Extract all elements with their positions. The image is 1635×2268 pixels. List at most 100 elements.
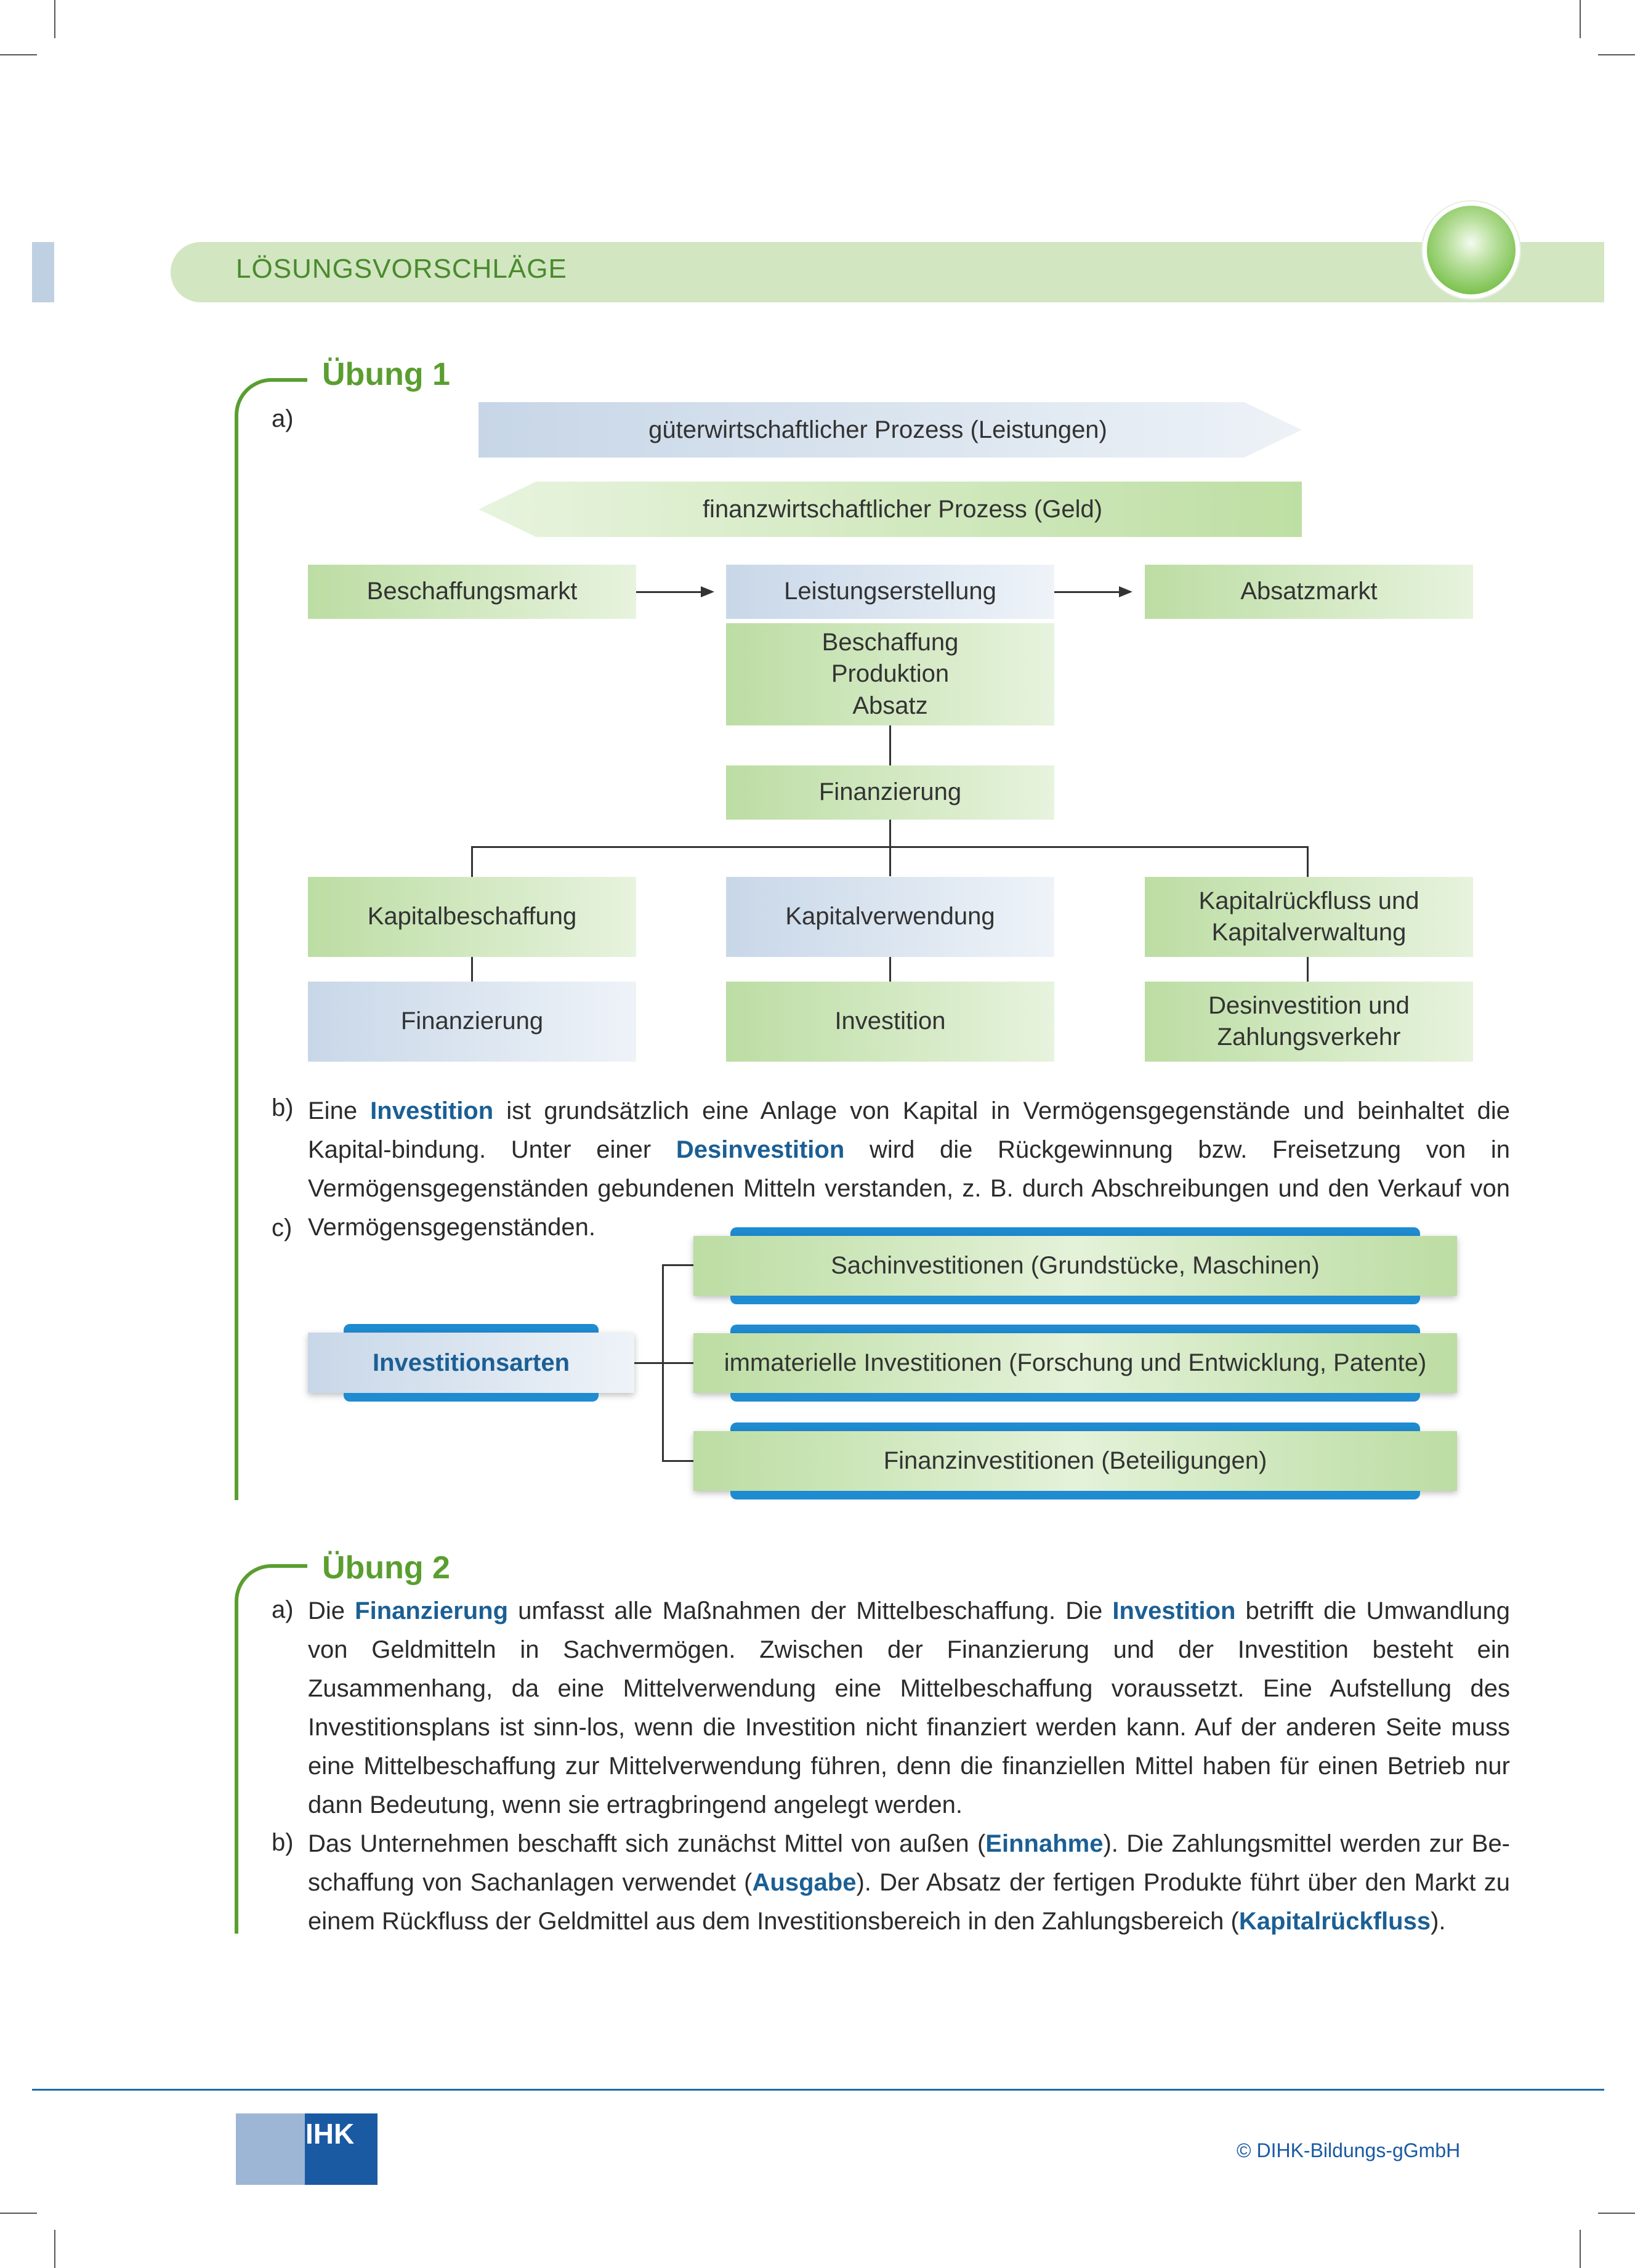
connector-line xyxy=(1307,957,1309,982)
connector-line xyxy=(634,1362,693,1364)
connector-line xyxy=(1307,846,1309,877)
exercise-1-bracket xyxy=(235,378,307,1500)
arrow-head-icon xyxy=(1119,586,1132,597)
highlight-ausgabe: Ausgabe xyxy=(752,1869,857,1896)
pill-accent xyxy=(730,1423,1420,1431)
box-finanzierung-label: Finanzierung xyxy=(400,1007,544,1035)
pill-immaterielle-investitionen: immaterielle Investitionen (Forschung un… xyxy=(693,1333,1457,1393)
crop-mark xyxy=(54,0,55,38)
footer-divider xyxy=(32,2089,1604,2091)
box-investition: Investition xyxy=(726,982,1054,1062)
text-run: ). Die Zahlungsmittel werden zur Be-scha… xyxy=(308,1830,1511,1896)
text-run: Eine xyxy=(308,1097,371,1124)
crop-mark xyxy=(0,54,37,55)
stack-line: Beschaffung xyxy=(822,629,959,656)
text-run: ist grundsätzlich eine Anlage von Kapita… xyxy=(308,1097,1511,1163)
highlight-investition: Investition xyxy=(370,1097,494,1124)
arrow-line xyxy=(1054,591,1122,593)
pill-accent xyxy=(730,1491,1420,1499)
crop-mark xyxy=(1598,54,1635,55)
box-desinvestition: Desinvestition und Zahlungsverkehr xyxy=(1145,982,1473,1062)
highlight-finanzierung: Finanzierung xyxy=(355,1597,509,1624)
arrow-finanzwirtschaft-label: finanzwirtschaftlicher Prozess (Geld) xyxy=(702,495,1103,523)
pill-accent xyxy=(730,1393,1420,1402)
stack-line: Produktion xyxy=(831,660,950,688)
box-finanzierung: Finanzierung xyxy=(308,982,636,1062)
label-1b: b) xyxy=(272,1094,294,1121)
ihk-logo-text: IHK xyxy=(305,2118,355,2150)
connector-line xyxy=(889,820,891,876)
pill-accent xyxy=(730,1325,1420,1333)
box-absatzmarkt-label: Absatzmarkt xyxy=(1240,578,1378,605)
box-kapitalbeschaffung-label: Kapitalbeschaffung xyxy=(367,903,577,930)
box-leistungserstellung: Leistungserstellung xyxy=(726,565,1054,619)
label-1a: a) xyxy=(272,405,294,432)
text-run: ). Der Absatz der fertigen Produkte führ… xyxy=(308,1869,1510,1935)
stack-line: Absatz xyxy=(852,692,928,719)
arrow-gueterwirtschaft-label: güterwirtschaftlicher Prozess (Leistunge… xyxy=(648,416,1107,443)
pill-sachinvestitionen: Sachinvestitionen (Grundstücke, Maschine… xyxy=(693,1236,1457,1296)
arrow-gueterwirtschaft: güterwirtschaftlicher Prozess (Leistunge… xyxy=(478,402,1302,458)
arrow-finanzwirtschaft: finanzwirtschaftlicher Prozess (Geld) xyxy=(478,482,1302,537)
connector-line xyxy=(471,846,473,877)
connector-line xyxy=(662,1264,664,1461)
box-absatzmarkt: Absatzmarkt xyxy=(1145,565,1473,619)
pill-investitionsarten: Investitionsarten xyxy=(308,1333,634,1393)
exercise-1-title: Übung 1 xyxy=(322,357,450,392)
connector-line xyxy=(889,725,891,765)
header-side-tab xyxy=(32,242,54,302)
box-kapitalrueckfluss-line1: Kapitalrückfluss und xyxy=(1198,887,1419,914)
connector-line xyxy=(889,957,891,982)
text-run: umfasst alle Maßnahmen der Mittelbeschaf… xyxy=(508,1597,1113,1624)
paragraph-1b: Eine Investition ist grundsätzlich eine … xyxy=(308,1092,1510,1247)
crop-mark xyxy=(1580,2230,1581,2268)
box-kapitalverwendung: Kapitalverwendung xyxy=(726,877,1054,957)
box-leistungserstellung-label: Leistungserstellung xyxy=(784,578,996,605)
box-kapitalverwendung-label: Kapitalverwendung xyxy=(785,903,995,930)
box-finanzierung-center-label: Finanzierung xyxy=(818,778,962,806)
pill-finanzinvestitionen-label: Finanzinvestitionen (Beteiligungen) xyxy=(883,1447,1267,1474)
crop-mark xyxy=(1598,2213,1635,2214)
text-run: Die xyxy=(308,1597,355,1624)
crop-mark xyxy=(54,2230,55,2268)
paragraph-2b: Das Unternehmen beschafft sich zunächst … xyxy=(308,1825,1510,1941)
box-investition-label: Investition xyxy=(834,1007,946,1035)
ihk-logo-accent xyxy=(236,2113,305,2185)
pill-sachinvestitionen-label: Sachinvestitionen (Grundstücke, Maschine… xyxy=(831,1252,1320,1279)
pill-accent xyxy=(344,1393,599,1402)
arrow-line xyxy=(636,591,704,593)
pill-immaterielle-investitionen-label: immaterielle Investitionen (Forschung un… xyxy=(724,1349,1427,1376)
connector-line xyxy=(471,957,473,982)
paragraph-2a: Die Finanzierung umfasst alle Maßnahmen … xyxy=(308,1592,1510,1825)
header-bar xyxy=(171,242,1604,302)
box-beschaffung-produktion-absatz: Beschaffung Produktion Absatz xyxy=(726,623,1054,725)
pill-investitionsarten-label: Investitionsarten xyxy=(372,1349,570,1376)
exercise-2-title: Übung 2 xyxy=(322,1550,450,1586)
green-orb-icon xyxy=(1423,201,1520,299)
crop-mark xyxy=(1580,0,1581,38)
highlight-kapitalrueckfluss: Kapitalrückfluss xyxy=(1238,1908,1431,1935)
connector-line xyxy=(662,1264,693,1266)
text-run: wird die Rückgewinnung bzw. Freisetzung … xyxy=(308,1136,1511,1241)
pill-finanzinvestitionen: Finanzinvestitionen (Beteiligungen) xyxy=(693,1431,1457,1491)
highlight-investition: Investition xyxy=(1112,1597,1236,1624)
box-desinvestition-line1: Desinvestition und xyxy=(1208,991,1410,1019)
label-2b: b) xyxy=(272,1829,294,1856)
box-kapitalrueckfluss-line2: Kapitalverwaltung xyxy=(1211,919,1407,946)
crop-mark xyxy=(0,2213,37,2214)
arrow-head-icon xyxy=(701,586,714,597)
copyright-text: © DIHK-Bildungs-gGmbH xyxy=(1237,2139,1461,2161)
box-finanzierung-center: Finanzierung xyxy=(726,765,1054,820)
box-kapitalbeschaffung: Kapitalbeschaffung xyxy=(308,877,636,957)
pill-accent xyxy=(730,1296,1420,1304)
box-beschaffungsmarkt: Beschaffungsmarkt xyxy=(308,565,636,619)
box-desinvestition-line2: Zahlungsverkehr xyxy=(1217,1023,1401,1051)
label-2a: a) xyxy=(272,1596,294,1623)
pill-accent xyxy=(730,1227,1420,1236)
connector-line xyxy=(471,846,1308,848)
text-run: Das Unternehmen beschafft sich zunächst … xyxy=(308,1830,986,1857)
page-title: LÖSUNGSVORSCHLÄGE xyxy=(236,254,567,284)
connector-line xyxy=(662,1460,693,1462)
exercise-2-bracket xyxy=(235,1564,307,1934)
box-kapitalrueckfluss: Kapitalrückfluss und Kapitalverwaltung xyxy=(1145,877,1473,957)
